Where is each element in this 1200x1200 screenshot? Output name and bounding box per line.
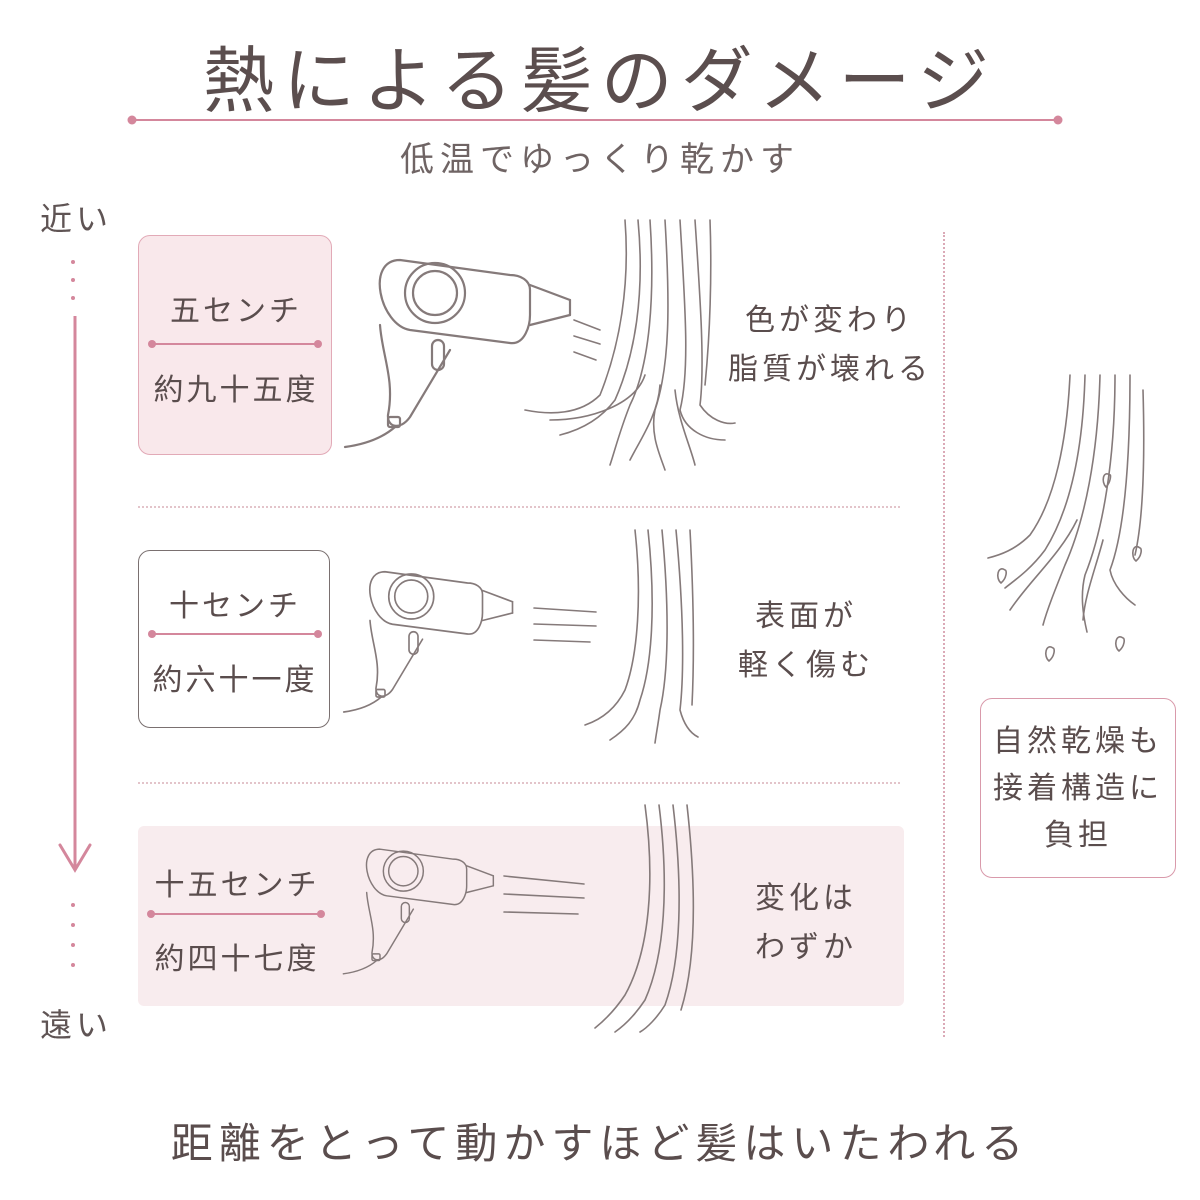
row-divider [138, 782, 900, 784]
box-separator [147, 910, 325, 918]
damaged-hair-icon [524, 219, 736, 471]
box-separator [148, 630, 322, 638]
healthy-hair-icon [594, 804, 695, 1033]
distance-arrow [58, 260, 92, 967]
airflow-lines [533, 607, 597, 643]
slightly-damaged-hair-icon [584, 529, 699, 744]
axis-label-far: 遠い [40, 1006, 113, 1044]
natural-drying-line: 接着構造に [993, 771, 1163, 806]
box-separator [148, 340, 322, 348]
title-underline [127, 115, 1063, 125]
effect-line: わずか [755, 930, 857, 965]
effect-line: 表面が [755, 599, 857, 634]
row-divider [138, 506, 900, 508]
effect-text-10cm: 表面が 軽く傷む [706, 592, 906, 690]
effect-line: 脂質が壊れる [728, 352, 932, 387]
hair-dryer-icon [342, 848, 495, 975]
temperature-label: 約九十五度 [153, 373, 319, 408]
distance-box-5cm: 五センチ 約九十五度 [138, 235, 332, 455]
airflow-lines [573, 319, 601, 361]
natural-drying-text: 自然乾燥も 接着構造に 負担 [981, 718, 1175, 859]
airflow-lines [503, 875, 585, 915]
distance-box-10cm: 十センチ 約六十一度 [138, 550, 330, 728]
temperature-label: 約六十一度 [152, 663, 318, 698]
footer-caption: 距離をとって動かすほど髪はいたわれる [170, 1119, 1030, 1168]
axis-label-near: 近い [40, 200, 113, 238]
hair-dryer-icon [342, 570, 514, 713]
effect-text-5cm: 色が変わり 脂質が壊れる [720, 296, 940, 394]
distance-label: 十センチ [169, 589, 301, 624]
hair-dryer-icon [343, 258, 572, 449]
natural-drying-line: 自然乾燥も [993, 724, 1163, 759]
column-divider [943, 232, 945, 1037]
wet-hair-icon [987, 374, 1145, 663]
temperature-label: 約四十七度 [154, 942, 320, 977]
effect-line: 軽く傷む [738, 648, 874, 683]
distance-label: 五センチ [170, 294, 302, 329]
natural-drying-box: 自然乾燥も 接着構造に 負担 [980, 698, 1176, 878]
effect-line: 変化は [755, 881, 857, 916]
effect-line: 色が変わり [745, 303, 915, 338]
natural-drying-line: 負担 [1044, 818, 1112, 853]
effect-text-15cm: 変化は わずか [706, 874, 906, 972]
row-background-far [138, 826, 904, 1006]
page-title: 熱による髪のダメージ [202, 39, 998, 123]
distance-label: 十五センチ [154, 868, 320, 903]
subtitle: 低温でゆっくり乾かす [400, 140, 800, 180]
